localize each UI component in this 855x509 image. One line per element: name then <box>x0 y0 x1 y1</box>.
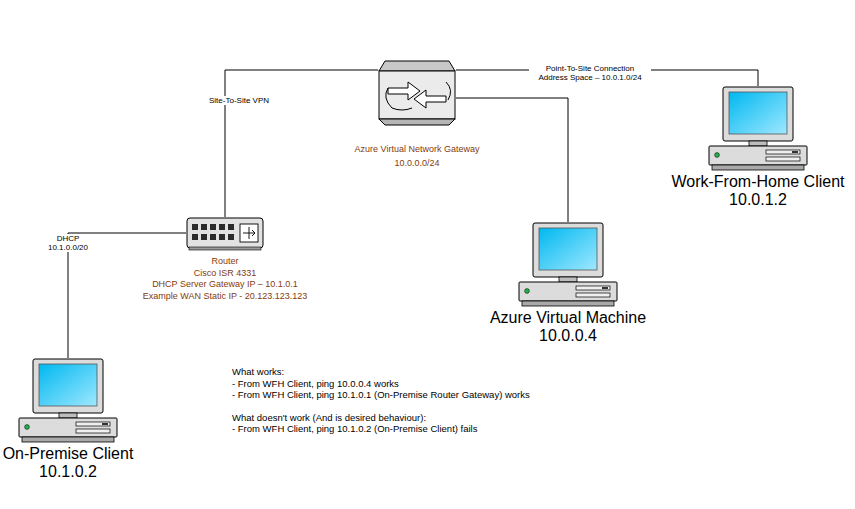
node-detail: 10.0.1.2 <box>671 191 844 209</box>
icon-part <box>76 422 110 426</box>
icon-part <box>102 423 108 425</box>
icon-part <box>210 224 216 230</box>
router-icon <box>186 217 264 251</box>
icon-part <box>187 218 263 248</box>
icon-part <box>519 282 617 301</box>
icon-part <box>201 224 207 230</box>
gateway-node: Azure Virtual Network Gateway10.0.0.0/24 <box>378 60 456 126</box>
node-title: Work-From-Home Client <box>671 173 844 191</box>
connection-label: Point-To-Site Connection Address Space –… <box>529 64 651 82</box>
computer-icon <box>708 86 808 172</box>
icon-part <box>792 151 798 153</box>
node-detail: Example WAN Static IP - 20.123.123.123 <box>143 291 308 303</box>
note-text: - From WFH Client, ping 10.1.0.1 (On-Pre… <box>232 389 530 401</box>
icon-part <box>522 301 614 306</box>
icon-part <box>379 119 455 125</box>
node-detail: DHCP Server Gateway IP – 10.1.0.1 <box>143 279 308 291</box>
computer-icon <box>18 358 118 444</box>
icon-part <box>446 82 451 100</box>
connector-line <box>456 98 568 222</box>
icon-part <box>539 228 597 270</box>
node-title: Azure Virtual Machine <box>490 309 646 327</box>
icon-part <box>723 87 793 141</box>
note-text: - From WFH Client, ping 10.1.0.2 (On-Pre… <box>232 423 530 435</box>
icon-part <box>414 90 446 108</box>
icon-part <box>533 223 603 277</box>
icon-part <box>709 146 807 165</box>
node-detail: Cisco ISR 4331 <box>143 268 308 280</box>
connection-label: DHCP 10.1.0.0/20 <box>41 234 95 252</box>
computer-node: On-Premise Client10.1.0.2 <box>18 358 118 444</box>
icon-part <box>712 165 804 170</box>
icon-part <box>379 61 455 71</box>
notes-block: What works:- From WFH Client, ping 10.0.… <box>232 366 530 435</box>
icon-part <box>715 153 720 158</box>
icon-part <box>192 234 198 240</box>
note-text: What doesn't work (And is desired behavi… <box>232 412 530 424</box>
node-detail: 10.1.0.2 <box>3 463 134 481</box>
icon-part <box>602 287 608 289</box>
icon-part <box>766 150 800 154</box>
node-title: Router <box>143 256 308 268</box>
connector-line <box>225 70 378 217</box>
computer-node: Azure Virtual Machine10.0.0.4 <box>518 222 618 308</box>
icon-part <box>559 277 577 282</box>
icon-part <box>729 92 787 134</box>
icon-part <box>240 224 258 242</box>
router-node: RouterCisco ISR 4331DHCP Server Gateway … <box>186 217 264 251</box>
node-caption: Azure Virtual Network Gateway10.0.0.0/24 <box>355 142 480 170</box>
node-caption: Azure Virtual Machine10.0.0.4 <box>490 309 646 345</box>
node-detail: 10.0.0.4 <box>490 327 646 345</box>
computer-icon <box>518 222 618 308</box>
icon-part <box>379 71 455 119</box>
icon-part <box>19 418 117 437</box>
node-caption: RouterCisco ISR 4331DHCP Server Gateway … <box>143 256 308 302</box>
node-caption: Work-From-Home Client10.0.1.2 <box>671 173 844 209</box>
icon-part <box>201 234 207 240</box>
note-text: What works: <box>232 366 530 378</box>
node-title: On-Premise Client <box>3 445 134 463</box>
icon-part <box>192 224 234 240</box>
icon-part <box>189 247 261 250</box>
icon-part <box>576 286 610 290</box>
icon-part <box>228 234 234 240</box>
gateway-icon <box>378 60 456 126</box>
node-caption: On-Premise Client10.1.0.2 <box>3 445 134 481</box>
note-text: - From WFH Client, ping 10.0.0.4 works <box>232 378 530 390</box>
icon-part <box>576 293 610 297</box>
icon-part <box>219 224 225 230</box>
icon-part <box>386 88 412 110</box>
icon-part <box>192 224 198 230</box>
icon-part <box>25 425 30 430</box>
icon-part <box>219 234 225 240</box>
computer-node: Work-From-Home Client10.0.1.2 <box>708 86 808 172</box>
icon-part <box>59 413 77 418</box>
icon-part <box>388 82 420 100</box>
icon-part <box>22 437 114 442</box>
icon-part <box>39 364 97 406</box>
node-detail: 10.0.0.0/24 <box>355 156 480 170</box>
icon-part <box>210 234 216 240</box>
icon-part <box>243 227 255 239</box>
icon-part <box>33 359 103 413</box>
icon-part <box>525 289 530 294</box>
icon-part <box>228 224 234 230</box>
icon-part <box>749 141 767 146</box>
connection-label: Site-To-Site VPN <box>207 96 271 105</box>
node-title: Azure Virtual Network Gateway <box>355 142 480 156</box>
icon-part <box>766 157 800 161</box>
icon-part <box>76 429 110 433</box>
